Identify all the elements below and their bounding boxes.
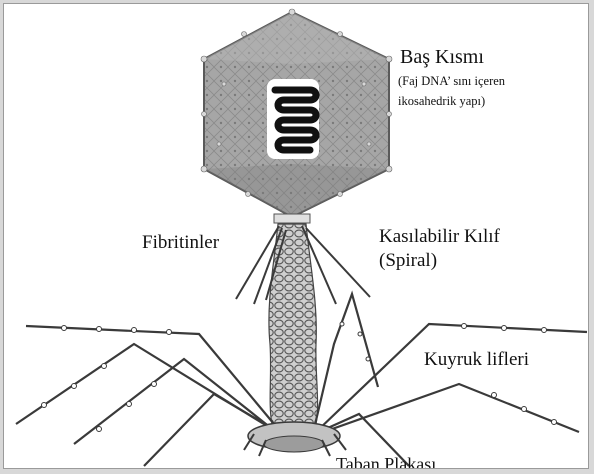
label-spiral: (Spiral): [379, 251, 437, 270]
collar: [274, 214, 310, 223]
label-head-description-line1: (Faj DNA’ sını içeren: [398, 75, 505, 88]
base-plate: [244, 422, 346, 456]
label-fibritins: Fibritinler: [142, 233, 219, 252]
label-base-plate: Taban Plakası: [336, 455, 436, 469]
label-tail-fibers: Kuyruk lifleri: [424, 350, 529, 369]
contractile-sheath: [269, 224, 318, 424]
label-head-description-line2: ikosahedrik yapı): [398, 95, 485, 108]
dna-coil-icon: [275, 90, 316, 150]
diagram-frame: Baş Kısmı (Faj DNA’ sını içeren ikosahed…: [3, 3, 589, 469]
label-head: Baş Kısmı: [400, 47, 484, 67]
label-sheath: Kasılabilir Kılıf: [379, 227, 500, 246]
